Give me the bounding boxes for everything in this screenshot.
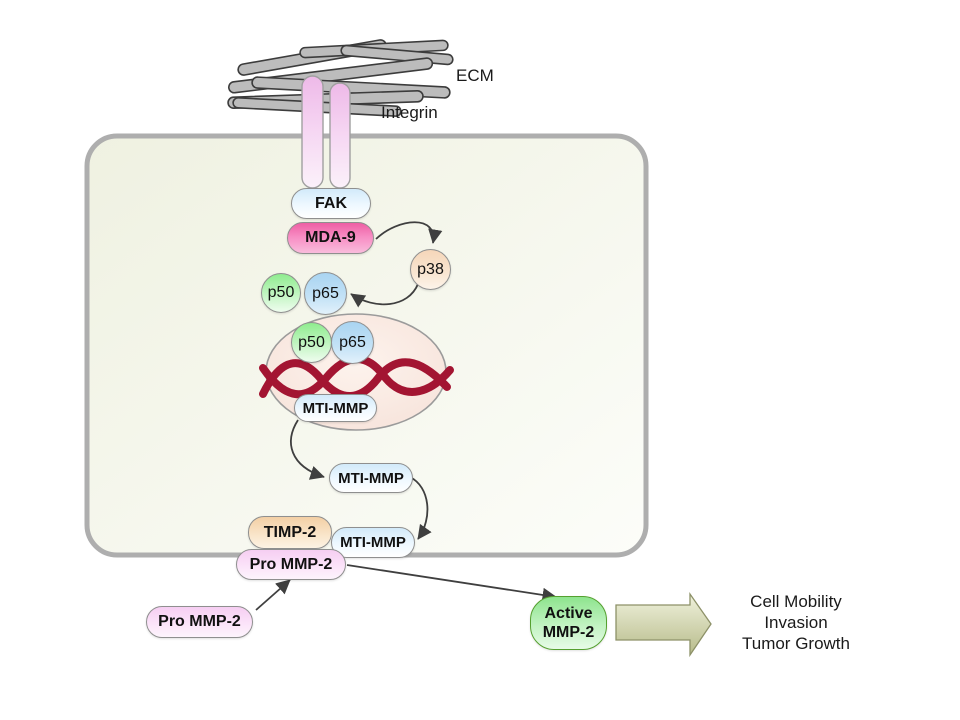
outcome-text: Cell Mobility Invasion Tumor Growth — [715, 591, 877, 654]
arrow-nucleus-mt1mmp-out — [290, 419, 325, 480]
arrow-p38-to-p65 — [350, 283, 419, 308]
arrow-prommp2-recruit — [255, 579, 291, 611]
active-mmp2-line2: MMP-2 — [542, 624, 595, 641]
node-fak: FAK — [291, 188, 371, 219]
node-p50-cytoplasm: p50 — [261, 273, 301, 313]
integrin-label: Integrin — [381, 103, 438, 122]
arrow-mt1mmp-to-membrane — [409, 476, 432, 540]
arrows — [255, 221, 557, 611]
node-p38: p38 — [410, 249, 451, 290]
node-active-mmp2: Active MMP-2 — [530, 596, 607, 650]
node-p65-nucleus: p65 — [331, 321, 374, 364]
arrow-mda9-to-p38 — [375, 221, 443, 244]
ecm-label: ECM — [456, 66, 494, 85]
outcome-tumor-growth: Tumor Growth — [741, 634, 850, 653]
outcome-cell-mobility: Cell Mobility — [750, 592, 842, 611]
ecm-fibers-icon — [227, 39, 454, 117]
outcome-block-arrow — [615, 591, 712, 658]
node-mt1mmp-cytoplasm: MTI-MMP — [329, 463, 413, 493]
arrow-activation-to-mmp2 — [346, 564, 557, 603]
node-p50-nucleus: p50 — [291, 322, 332, 363]
active-mmp2-line1: Active — [544, 605, 593, 622]
node-mt1mmp-membrane: MTI-MMP — [331, 527, 415, 558]
node-mt1mmp-nucleus: MTI-MMP — [294, 394, 377, 422]
outcome-invasion: Invasion — [764, 613, 828, 632]
node-pro-mmp2-extracellular: Pro MMP-2 — [146, 606, 253, 638]
node-mda9: MDA-9 — [287, 222, 374, 254]
node-timp2: TIMP-2 — [248, 516, 332, 549]
node-p65-cytoplasm: p65 — [304, 272, 347, 315]
node-pro-mmp2-membrane: Pro MMP-2 — [236, 549, 346, 580]
